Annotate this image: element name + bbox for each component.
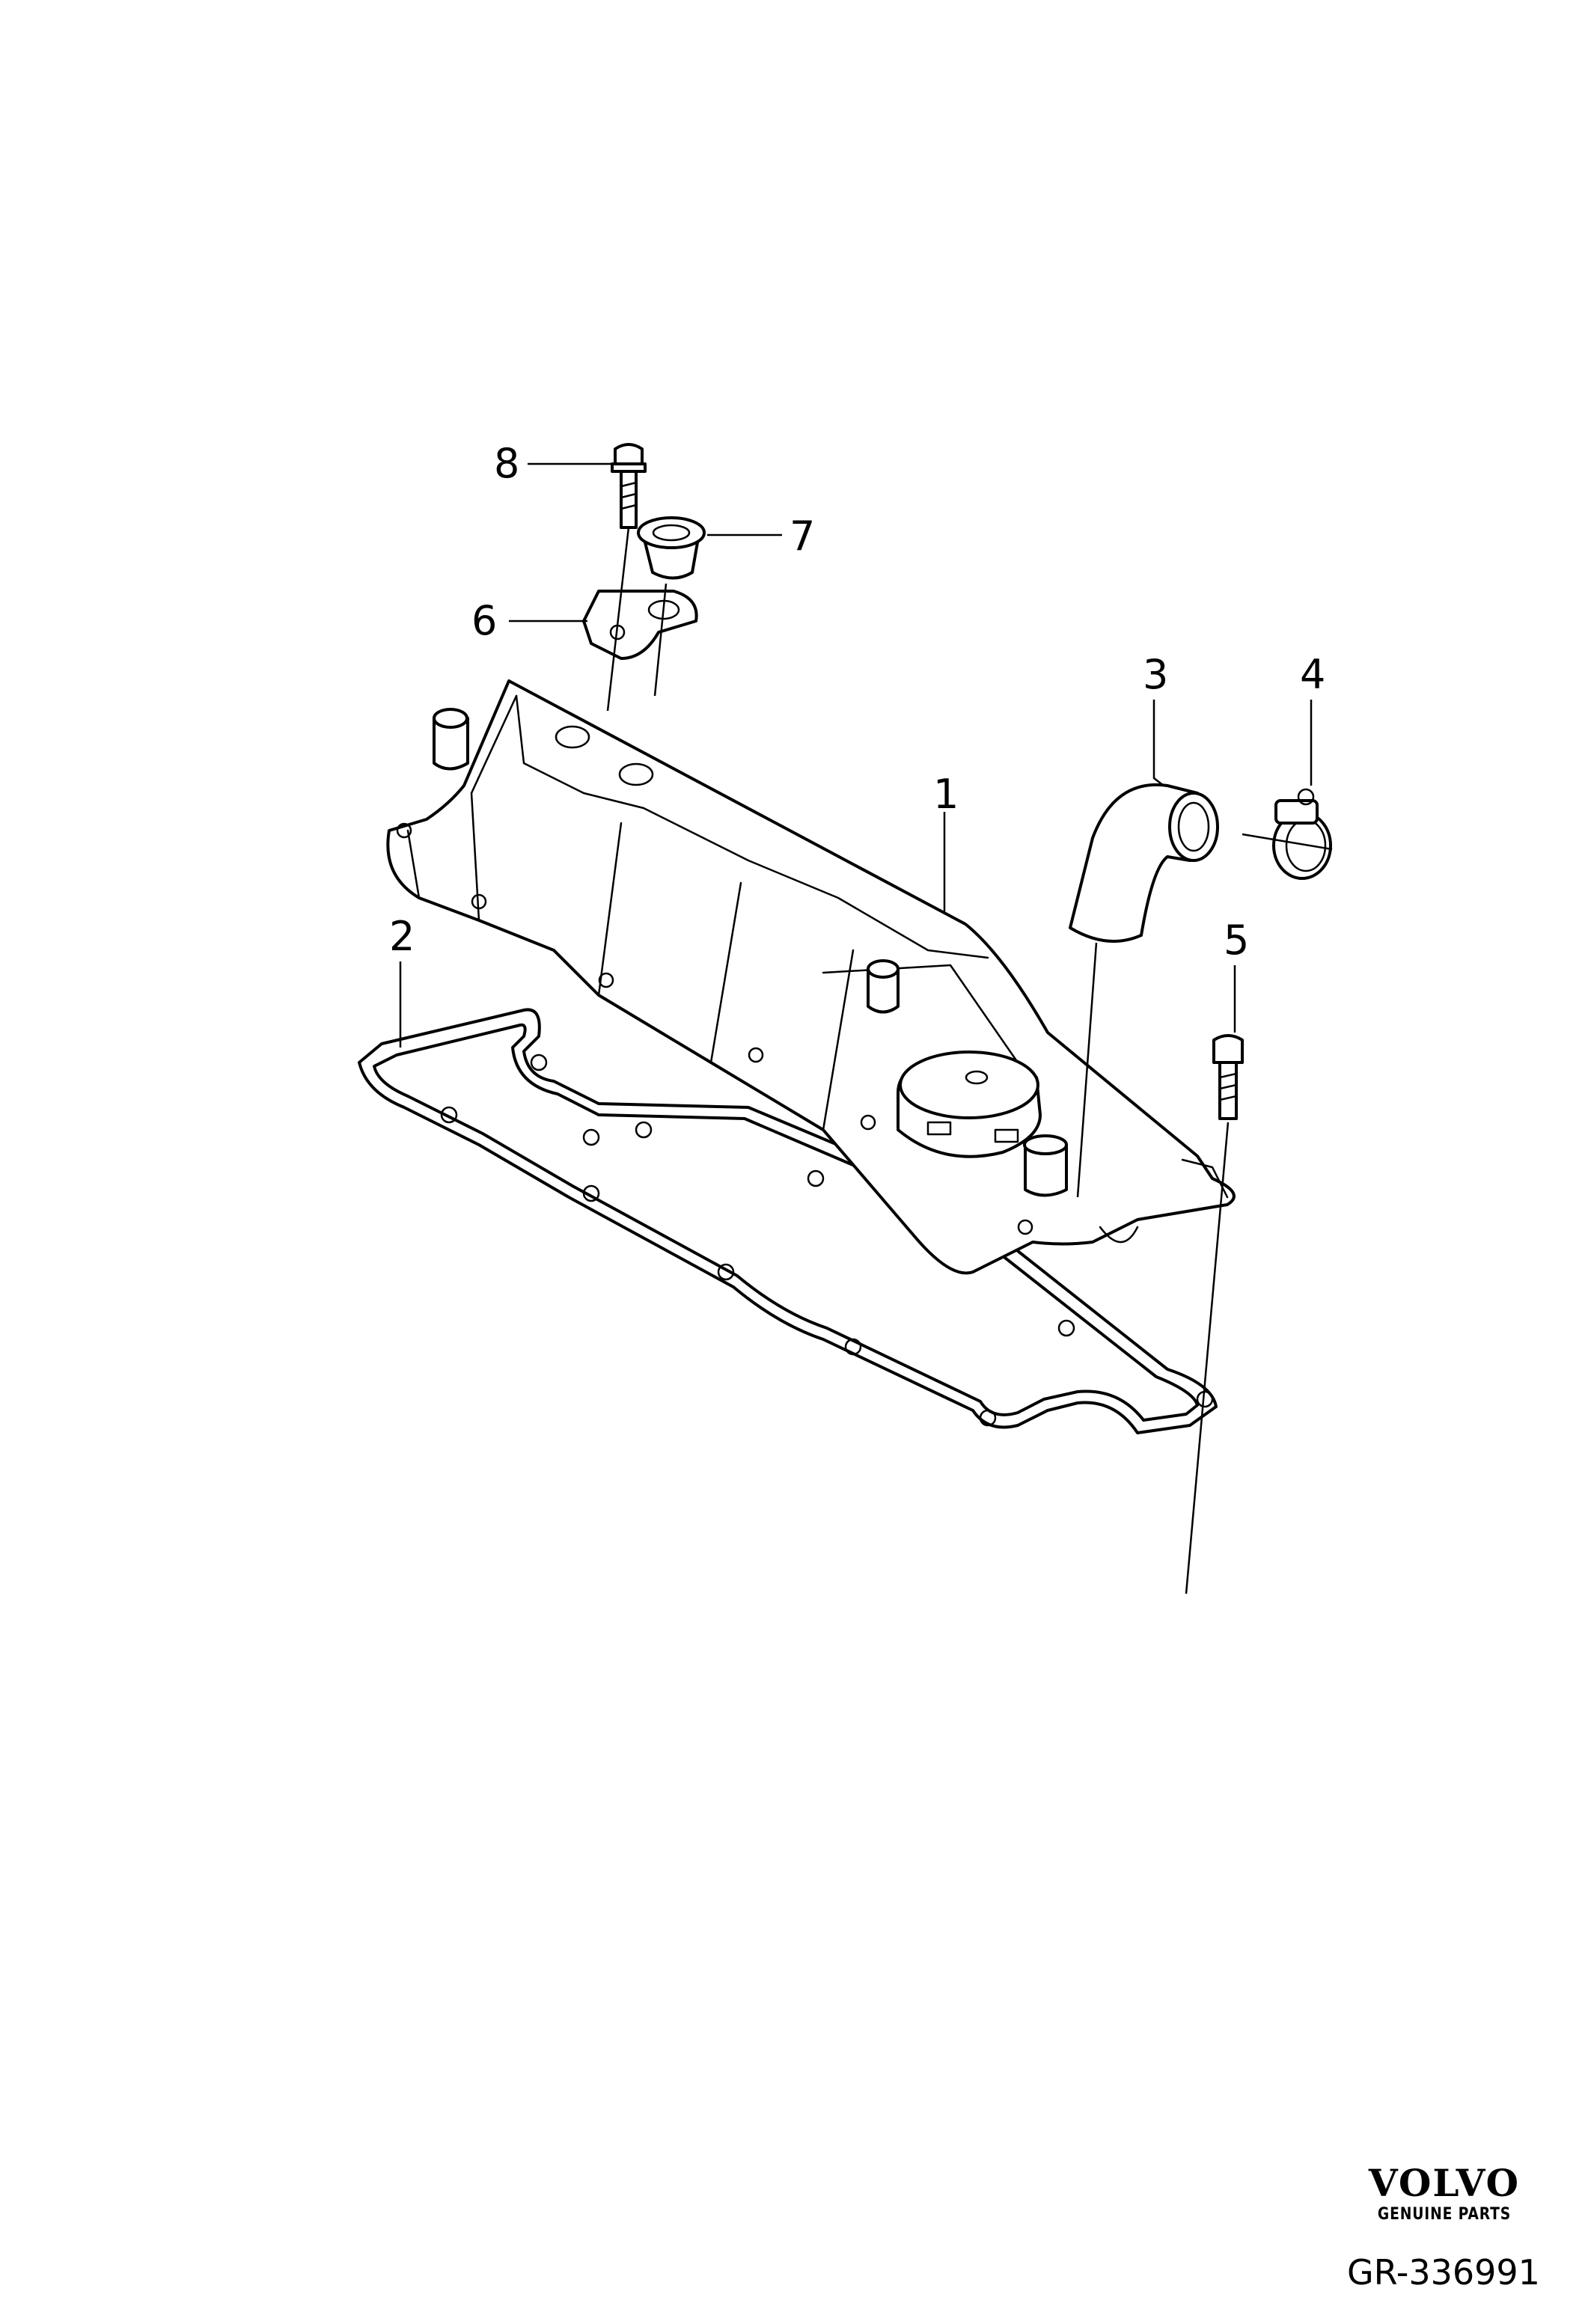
- callout-4: 4: [1300, 651, 1325, 698]
- brand-tagline: GENUINE PARTS: [1377, 2205, 1512, 2224]
- grommet: [637, 516, 706, 580]
- callout-2: 2: [389, 913, 415, 960]
- callout-3: 3: [1143, 651, 1168, 698]
- grommet-axis: [653, 583, 668, 697]
- valve-cover: [386, 679, 1236, 1275]
- breather-hose: [1069, 783, 1219, 943]
- callout-8: 8: [494, 440, 519, 487]
- brand-block: VOLVO GENUINE PARTS: [1332, 2162, 1557, 2225]
- callout-5: 5: [1224, 917, 1249, 964]
- figure-reference: GR-336991: [1347, 2252, 1540, 2293]
- bracket: [582, 590, 698, 660]
- cover-bolt: [1212, 1034, 1244, 1120]
- flange-bolt: [611, 443, 647, 529]
- hose-axis: [1076, 942, 1098, 1198]
- bolt-8-axis: [606, 527, 630, 712]
- callout-6: 6: [471, 597, 497, 644]
- leader-3: [1152, 700, 1164, 786]
- bolt-5-axis: [1185, 1122, 1230, 1594]
- callout-7: 7: [790, 513, 815, 560]
- leader-lines: [399, 462, 1333, 1594]
- callout-1: 1: [933, 771, 959, 818]
- volvo-logo: VOLVO: [1368, 2161, 1521, 2205]
- hose-clamp: [1272, 788, 1332, 880]
- clamp-axis: [1242, 833, 1333, 851]
